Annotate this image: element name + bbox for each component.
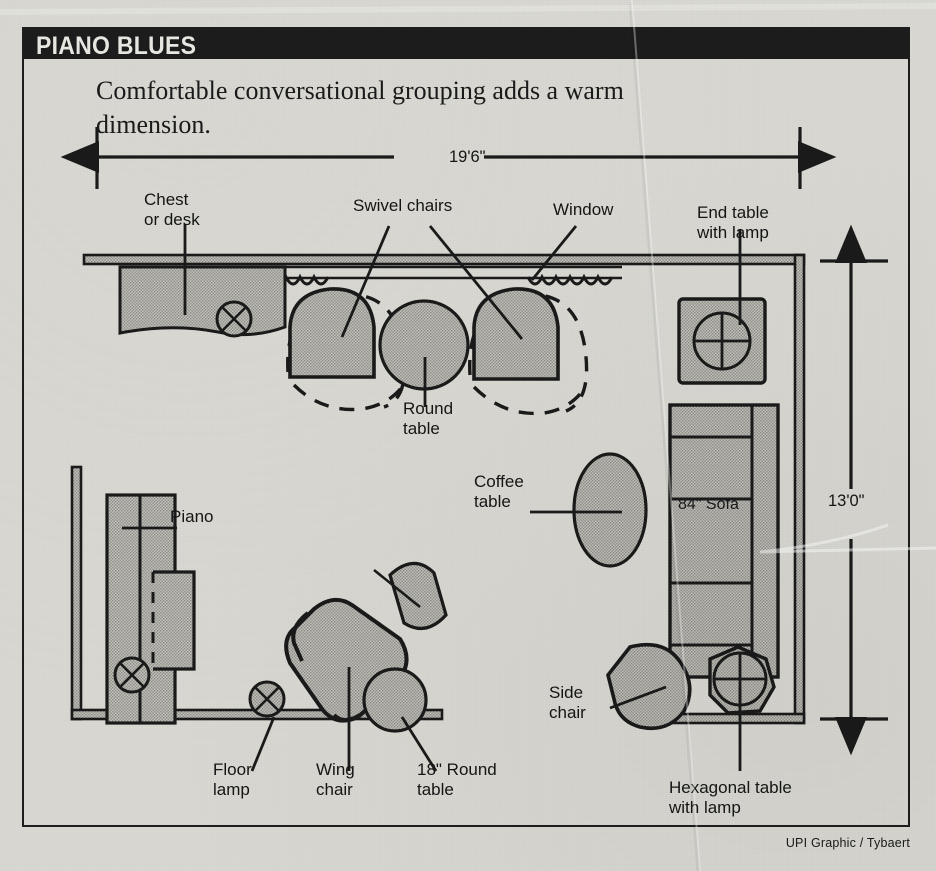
ottoman	[373, 561, 448, 631]
label-side-chair: Side chair	[549, 683, 586, 723]
piano-stool-lamp-icon	[113, 656, 151, 694]
west-wall	[70, 465, 83, 721]
leader-side-chair	[609, 685, 667, 710]
headline-bar: PIANO BLUES	[24, 29, 908, 60]
page-title: PIANO BLUES	[36, 32, 197, 60]
dimension-width	[60, 127, 837, 189]
chest-lamp-icon	[215, 300, 253, 338]
north-wall	[82, 253, 806, 266]
label-round-table: Round table	[403, 399, 454, 439]
sofa	[668, 403, 780, 679]
coffee-table	[572, 452, 648, 568]
label-window: Window	[553, 200, 614, 219]
label-chest-or-desk: Chest or desk	[144, 190, 200, 230]
curtain-right-icon	[526, 273, 614, 286]
chest-or-desk	[118, 265, 287, 337]
label-end-table: End table with lamp	[697, 203, 769, 243]
east-wall	[793, 253, 806, 725]
credit-line: UPI Graphic / Tybaert	[785, 836, 910, 850]
floor-plan-drawing	[60, 127, 888, 772]
sofa-caption: 84" Sofa	[678, 496, 739, 513]
label-coffee-table: Coffee table	[474, 472, 524, 512]
dimension-depth	[820, 224, 888, 756]
label-wing-chair: Wing chair	[316, 760, 355, 800]
floor-lamp-icon	[248, 680, 286, 718]
leader-swivel-right	[428, 225, 524, 340]
leader-lines	[122, 224, 742, 772]
deck-text: Comfortable conversational grouping adds…	[96, 76, 624, 140]
swivel-chair-right	[472, 287, 560, 381]
leader-window	[530, 225, 578, 281]
label-swivel-chairs: Swivel chairs	[353, 196, 453, 215]
swivel-chair-left	[288, 287, 376, 379]
side-chair	[606, 642, 692, 731]
label-18-round-table: 18" Round table	[417, 760, 497, 800]
leader-swivel-left	[340, 225, 391, 338]
label-piano: Piano	[170, 507, 214, 526]
label-floor-lamp: Floor lamp	[213, 760, 252, 800]
piano-bench	[151, 570, 196, 671]
graphic-frame	[22, 27, 910, 827]
dimension-depth-label: 13'0"	[828, 492, 865, 510]
dimension-width-label: 19'6"	[449, 148, 486, 166]
swivel-chair-left-swing-arc	[286, 292, 407, 412]
label-hexagonal-table: Hexagonal table with lamp	[669, 778, 792, 818]
leader-floor-lamp	[250, 716, 276, 772]
leader-18-round-table	[400, 716, 438, 772]
end-table-lamp-icon	[692, 311, 752, 371]
round-table-18	[362, 667, 428, 733]
